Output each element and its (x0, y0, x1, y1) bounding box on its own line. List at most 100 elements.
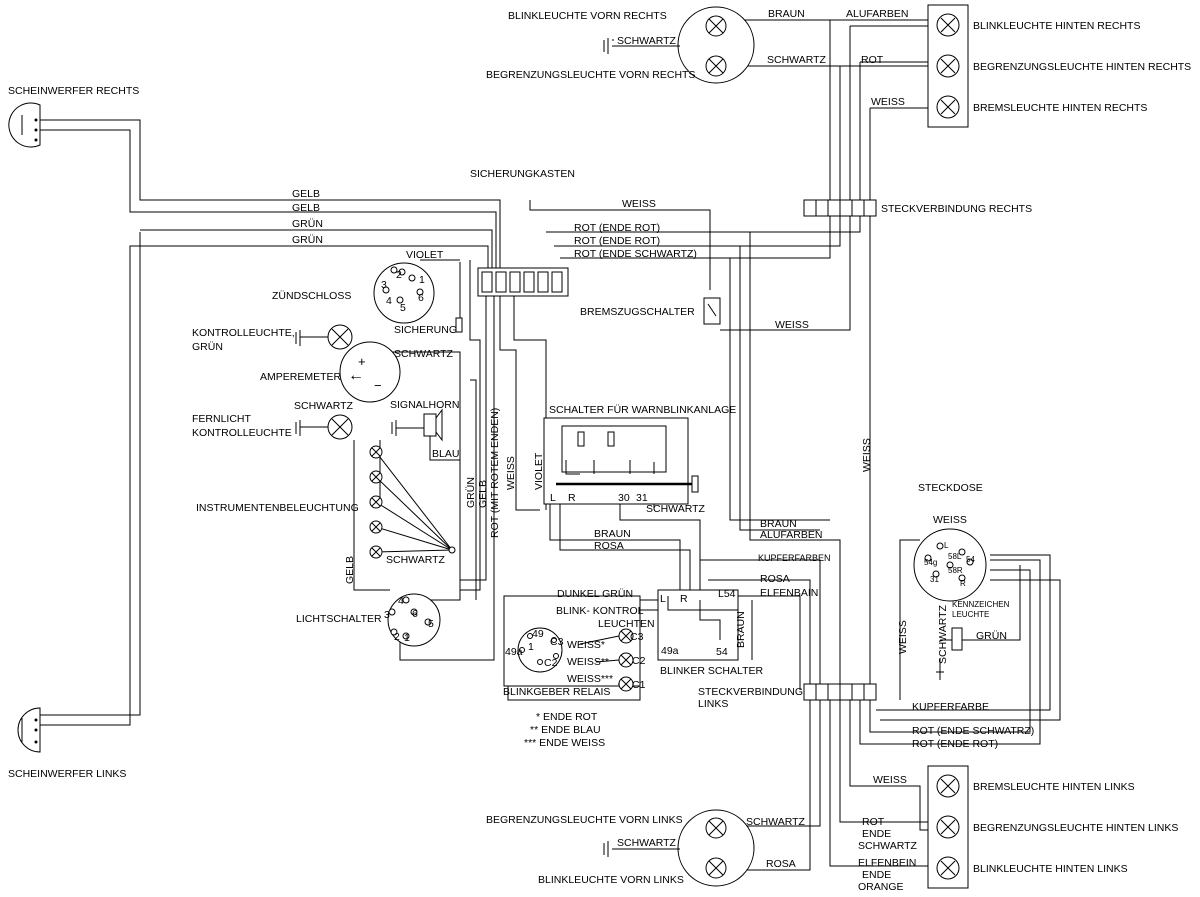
wire-label: GRÜN (976, 630, 1007, 642)
label-blink-kontrol-b: LEUCHTEN (598, 618, 655, 630)
wire-label: ROT (MIT ROTEM ENDEN) (489, 408, 501, 538)
label-blink-vr: BLINKLEUCHTE VORN RECHTS (508, 10, 667, 22)
label-kennz-b: LEUCHTE (952, 610, 989, 619)
terminal-label: C1 (632, 679, 646, 691)
wire-label: SCHWARTZ (646, 503, 706, 515)
wire-label: GELB (477, 480, 489, 508)
label-begr-vl: BEGRENZUNGSLEUCHTE VORN LINKS (486, 814, 683, 826)
label-blink-hr: BLINKLEUCHTE HINTEN RECHTS (973, 20, 1140, 32)
wire-label: ROSA (766, 858, 796, 870)
wire-label: GELB (344, 556, 356, 584)
label-signalhorn: SIGNALHORN (390, 399, 459, 411)
terminal-label: 4 (398, 595, 404, 607)
wire-label: ELFENBAIN (760, 587, 818, 599)
terminal-label: L54 (718, 588, 736, 600)
wire-label: ROT (ENDE ROT) (574, 235, 660, 247)
label-sicherung: SICHERUNG (394, 324, 457, 336)
label-begr-hr: BEGRENZUNGSLEUCHTE HINTEN RECHTS (973, 61, 1191, 73)
terminal-label: C3 (630, 631, 644, 643)
label-brems-hl: BREMSLEUCHTE HINTEN LINKS (973, 781, 1135, 793)
label-zuendschloss: ZÜNDSCHLOSS (272, 290, 351, 302)
wire-label: SCHWARTZ (858, 840, 918, 852)
terminal-label: R (960, 579, 966, 588)
wire-label: WEISS (861, 438, 873, 472)
terminal-label: 1 (528, 641, 534, 653)
label-begr-vr: BEGRENZUNGSLEUCHTE VORN RECHTS (486, 69, 695, 81)
terminal-label: 54 (716, 646, 728, 658)
wire-label: WEISS (873, 774, 907, 786)
wire-label: BRAUN (768, 8, 805, 20)
wire-label: SCHWARTZ (767, 54, 827, 66)
terminal-labels: C3 C2 C1 49 49a C3 C2 1 49a 54 L R L54 L… (348, 269, 975, 691)
label-bremszug: BREMSZUGSCHALTER (580, 306, 695, 318)
wire-label: SCHWARTZ (617, 35, 677, 47)
terminal-label: 58L (948, 552, 962, 561)
terminal-label: + (358, 354, 366, 369)
wire-label: GRÜN (465, 477, 477, 508)
terminal-label: 49a (661, 645, 679, 657)
wire-label: WEISS (505, 456, 517, 490)
terminal-label: 54g (924, 558, 937, 567)
label-warnblink: SCHALTER FÜR WARNBLINKANLAGE (549, 404, 736, 416)
wire-label: WEISS (622, 198, 656, 210)
wire-label: ROT (861, 54, 884, 66)
label-kennz-a: KENNZEICHEN (952, 600, 1010, 609)
terminal-label: 3 (381, 279, 387, 291)
label-blink-vl: BLINKLEUCHTE VORN LINKS (538, 874, 684, 886)
label-brems-hr: BREMSLEUCHTE HINTEN RECHTS (973, 102, 1147, 114)
wire-label: DUNKEL GRÜN (557, 588, 633, 600)
terminal-label: 4 (386, 295, 392, 307)
terminal-label: 1 (404, 632, 410, 644)
wire-labels: BRAUN ALUFARBEN SCHWARTZ ROT WEISS SCHWA… (292, 8, 1034, 893)
terminal-label: 2 (396, 269, 402, 281)
wire-label: VIOLET (406, 249, 444, 261)
wire-label: WEISS** (567, 656, 609, 668)
footnote: * ENDE ROT (536, 711, 598, 723)
wire-label: SCHWARTZ (617, 837, 677, 849)
wire-label: WEISS (897, 620, 909, 654)
wire-label: ROSA (760, 573, 790, 585)
terminal-label: L (944, 541, 949, 550)
terminal-label: L (660, 593, 666, 605)
terminal-label: R (680, 593, 688, 605)
terminal-label: 49a (505, 646, 523, 658)
label-kontroll-b: GRÜN (192, 341, 223, 353)
wire-label: ALUFARBEN (760, 529, 822, 541)
terminal-label: 49 (532, 628, 544, 640)
terminal-label: C2 (544, 657, 558, 669)
wire-label: ROT (ENDE SCHWARTZ) (574, 248, 697, 260)
shapes (8, 4, 987, 889)
wire-label: SCHWARTZ (937, 605, 949, 665)
wire-label: SCHWARTZ (394, 348, 454, 360)
wire-label: WEISS (775, 319, 809, 331)
wire-label: BRAUN (594, 528, 631, 540)
terminal-label: 30 (618, 492, 630, 504)
wire-label: ROT (ENDE SCHWATRZ) (912, 725, 1034, 737)
wire-label: KUPFERFARBE (912, 701, 989, 713)
terminal-label: 6 (418, 292, 424, 304)
wire-label: ALUFARBEN (846, 8, 908, 20)
terminal-label: 31 (930, 575, 939, 584)
label-steckdose: STECKDOSE (918, 482, 983, 494)
terminal-label: ← (348, 367, 364, 384)
wire-label: BRAUN (735, 611, 747, 648)
wire-label: ROT (862, 816, 885, 828)
terminal-label: 31 (636, 492, 648, 504)
wire-label: SCHWARTZ (386, 554, 446, 566)
wire-label: ORANGE (858, 881, 904, 893)
terminal-label: 5 (428, 618, 434, 630)
wires (40, 19, 1061, 871)
label-instrument: INSTRUMENTENBELEUCHTUNG (196, 502, 359, 514)
wire-label: GRÜN (292, 234, 323, 246)
terminal-label: 1 (419, 274, 425, 286)
terminal-label: 5 (400, 302, 406, 314)
terminal-label: 58R (948, 566, 963, 575)
wire-label: WEISS (933, 514, 967, 526)
wire-label: BLAU (432, 448, 459, 460)
label-sicherungskasten: SICHERUNGKASTEN (470, 168, 575, 180)
label-blinkgeber: BLINKGEBER RELAIS (503, 686, 610, 698)
label-sw-right: SCHEINWERFER RECHTS (8, 85, 139, 97)
wire-label: SCHWARTZ (746, 816, 806, 828)
terminal-label: C2 (632, 655, 646, 667)
